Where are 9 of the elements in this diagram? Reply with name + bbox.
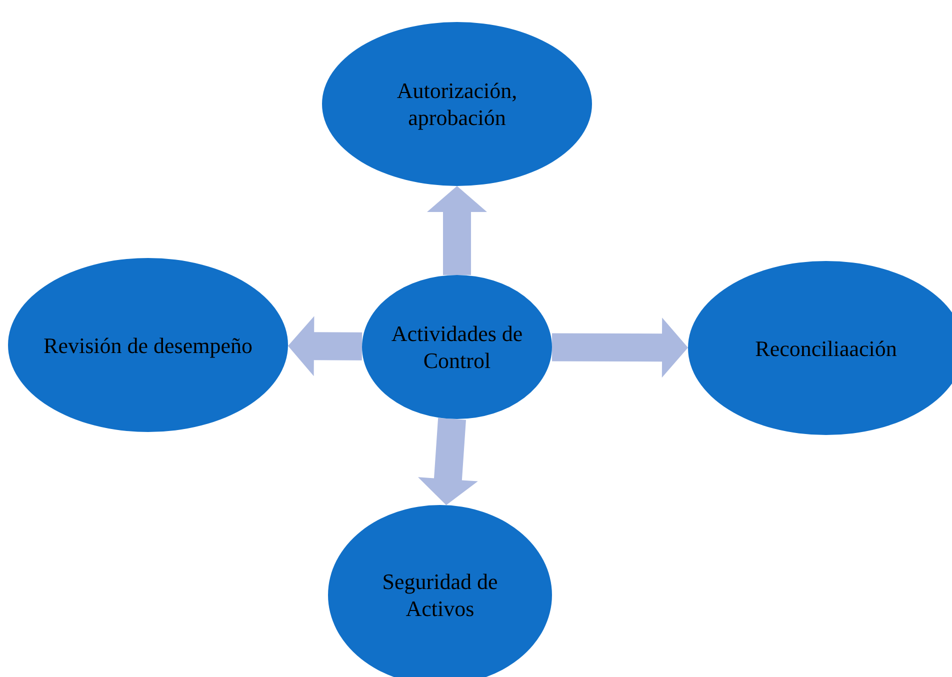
node-label: Reconciliaación: [755, 334, 897, 362]
node-label: Seguridad de Activos: [381, 568, 499, 622]
node-label: Autorización, aprobación: [396, 77, 518, 131]
block-arrow: [418, 418, 478, 506]
block-arrow: [427, 186, 487, 275]
node-label: Actividades de Control: [390, 320, 524, 374]
block-arrow: [288, 316, 362, 376]
node-label: Revisión de desempeño: [44, 332, 252, 358]
block-arrow: [552, 318, 688, 378]
